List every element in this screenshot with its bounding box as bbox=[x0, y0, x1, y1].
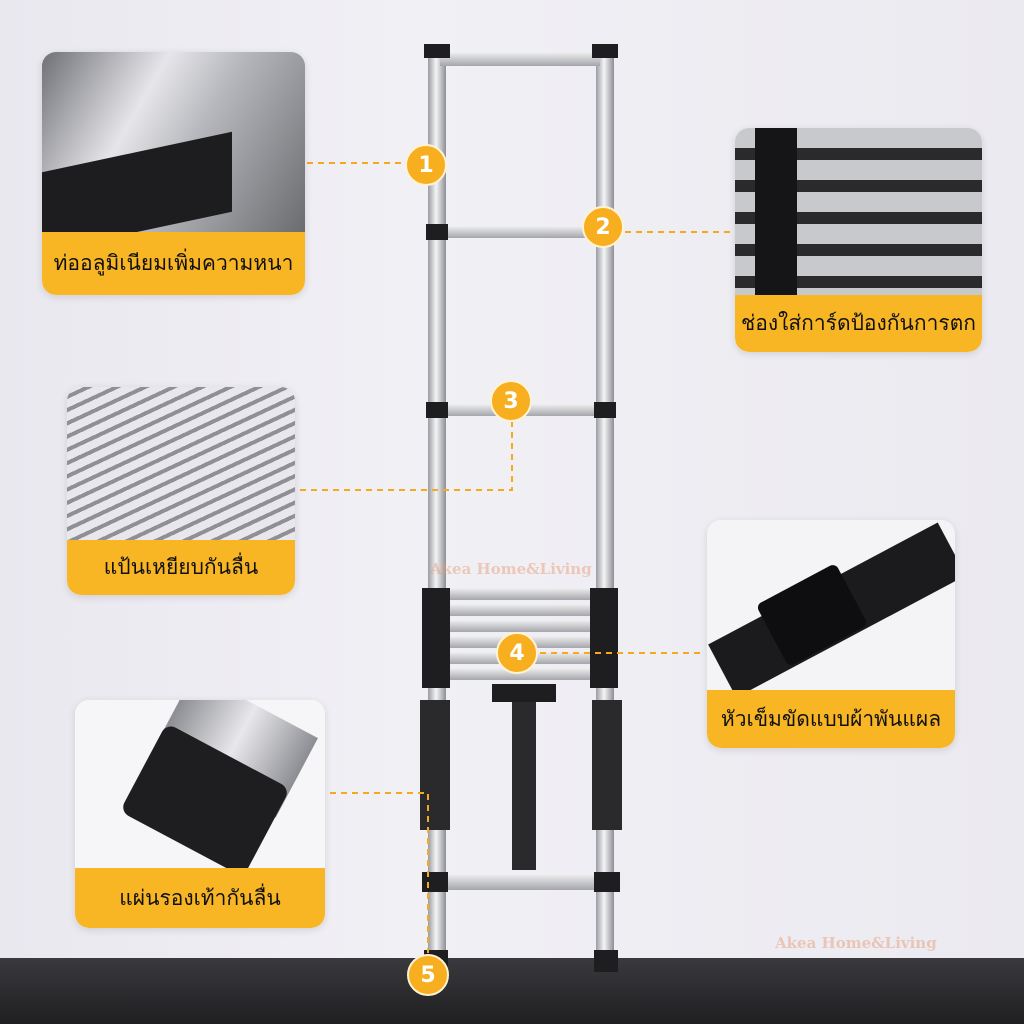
callout-label: ช่องใส่การ์ดป้องกันการตก bbox=[735, 295, 982, 352]
callout-number-3: 3 bbox=[490, 380, 532, 422]
callout-number-2: 2 bbox=[582, 206, 624, 248]
floor bbox=[0, 958, 1024, 1024]
callout-label: หัวเข็มขัดแบบผ้าพันแผล bbox=[707, 690, 955, 748]
right-rail bbox=[596, 50, 614, 970]
callout-card-anti-slip-pedal: แป้นเหยียบกันลื่น bbox=[67, 387, 295, 595]
callout-number-1: 1 bbox=[405, 144, 447, 186]
callout-card-fall-guard-slot: ช่องใส่การ์ดป้องกันการตก bbox=[735, 128, 982, 352]
callout-label: แป้นเหยียบกันลื่น bbox=[67, 540, 295, 595]
watermark: Akea Home&Living bbox=[430, 560, 592, 578]
rail-collars bbox=[420, 44, 622, 972]
callout-label: แผ่นรองเท้ากันลื่น bbox=[75, 868, 325, 928]
callout-number-5: 5 bbox=[407, 954, 449, 996]
callout-card-aluminum-tube: ท่ออลูมิเนียมเพิ่มความหนา bbox=[42, 52, 305, 295]
safety-strap bbox=[512, 690, 536, 870]
callout-number-4: 4 bbox=[496, 632, 538, 674]
callout-label: ท่ออลูมิเนียมเพิ่มความหนา bbox=[42, 232, 305, 295]
watermark: Akea Home&Living bbox=[775, 934, 937, 952]
callout-card-buckle: หัวเข็มขัดแบบผ้าพันแผล bbox=[707, 520, 955, 748]
rungs bbox=[440, 52, 600, 890]
callout-card-anti-slip-foot: แผ่นรองเท้ากันลื่น bbox=[75, 700, 325, 928]
callout-leader-lines bbox=[300, 162, 730, 953]
left-rail bbox=[428, 50, 446, 970]
